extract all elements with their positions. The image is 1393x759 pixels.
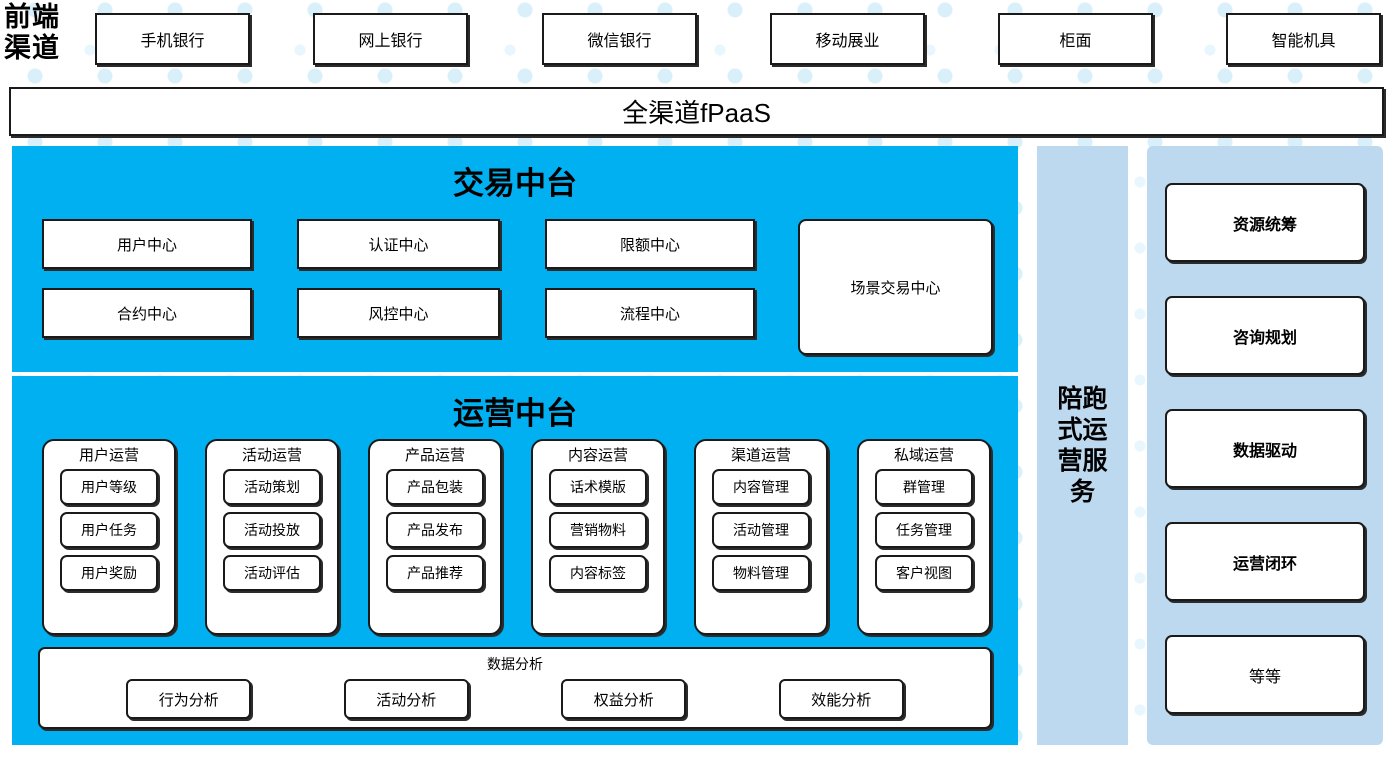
service-column-label: 陪跑式运营服务: [1057, 384, 1108, 506]
ops-item[interactable]: 内容管理: [712, 469, 810, 505]
front-end-channel-label-line1: 前端: [4, 2, 60, 32]
ops-column-private-domain-operations[interactable]: 私域运营 群管理 任务管理 客户视图: [857, 439, 991, 635]
trade-center-panel: 交易中台 用户中心 认证中心 限额中心 合约中心 风控中心 流程中心 场景交易中…: [12, 146, 1018, 372]
ops-item[interactable]: 活动投放: [223, 512, 321, 548]
analysis-item-behavior[interactable]: 行为分析: [126, 679, 252, 719]
ops-column-campaign-operations[interactable]: 活动运营 活动策划 活动投放 活动评估: [205, 439, 339, 635]
channel-box-online-bank[interactable]: 网上银行: [313, 13, 468, 65]
service-column-accompanying-operations: 陪跑式运营服务: [1037, 146, 1128, 745]
ops-item[interactable]: 产品包装: [386, 469, 484, 505]
ops-item[interactable]: 话术模版: [549, 469, 647, 505]
ops-column-title: 内容运营: [567, 447, 628, 464]
ops-column-user-operations[interactable]: 用户运营 用户等级 用户任务 用户奖励: [42, 439, 176, 635]
platform-bar-fpaas[interactable]: 全渠道fPaaS: [9, 87, 1384, 136]
ops-item[interactable]: 营销物料: [549, 512, 647, 548]
analysis-item-campaign[interactable]: 活动分析: [343, 679, 469, 719]
trade-tile-scene-transaction-center[interactable]: 场景交易中心: [798, 219, 993, 355]
ops-column-channel-operations[interactable]: 渠道运营 内容管理 活动管理 物料管理: [694, 439, 828, 635]
capability-card-operations-closed-loop[interactable]: 运营闭环: [1165, 522, 1365, 601]
front-end-channel-label: 前端 渠道: [4, 2, 82, 64]
ops-item[interactable]: 群管理: [875, 469, 973, 505]
data-analysis-section: 数据分析 行为分析 活动分析 权益分析 效能分析: [38, 647, 992, 729]
ops-center-panel: 运营中台 用户运营 用户等级 用户任务 用户奖励 活动运营 活动策划 活动投放 …: [12, 376, 1018, 745]
data-analysis-title: 数据分析: [487, 656, 543, 672]
ops-item[interactable]: 产品发布: [386, 512, 484, 548]
ops-column-title: 用户运营: [78, 447, 139, 464]
ops-column-content-operations[interactable]: 内容运营 话术模版 营销物料 内容标签: [531, 439, 665, 635]
ops-column-title: 私域运营: [893, 447, 954, 464]
front-end-channel-label-line2: 渠道: [4, 33, 60, 63]
channel-box-counter[interactable]: 柜面: [998, 13, 1153, 65]
trade-tile-process-center[interactable]: 流程中心: [545, 288, 755, 338]
ops-column-product-operations[interactable]: 产品运营 产品包装 产品发布 产品推荐: [368, 439, 502, 635]
ops-item[interactable]: 物料管理: [712, 555, 810, 591]
ops-column-title: 活动运营: [241, 447, 302, 464]
capability-card-data-driven[interactable]: 数据驱动: [1165, 409, 1365, 488]
ops-item[interactable]: 用户等级: [60, 469, 158, 505]
ops-item[interactable]: 活动评估: [223, 555, 321, 591]
capability-card-etc[interactable]: 等等: [1165, 635, 1365, 714]
capability-panel: 资源统筹 咨询规划 数据驱动 运营闭环 等等: [1147, 146, 1383, 745]
capability-card-consulting-planning[interactable]: 咨询规划: [1165, 296, 1365, 375]
trade-tile-limit-center[interactable]: 限额中心: [545, 219, 755, 269]
channel-box-mobile-field[interactable]: 移动展业: [770, 13, 925, 65]
ops-center-title: 运营中台: [453, 396, 577, 431]
capability-card-resource-coordination[interactable]: 资源统筹: [1165, 183, 1365, 262]
channel-box-wechat-bank[interactable]: 微信银行: [542, 13, 697, 65]
trade-tile-auth-center[interactable]: 认证中心: [297, 219, 500, 269]
trade-tile-user-center[interactable]: 用户中心: [42, 219, 252, 269]
ops-column-title: 产品运营: [404, 447, 465, 464]
analysis-item-efficiency[interactable]: 效能分析: [778, 679, 904, 719]
data-analysis-items: 行为分析 活动分析 权益分析 效能分析: [40, 679, 990, 719]
ops-item[interactable]: 客户视图: [875, 555, 973, 591]
ops-item[interactable]: 用户任务: [60, 512, 158, 548]
ops-item[interactable]: 用户奖励: [60, 555, 158, 591]
ops-item[interactable]: 活动策划: [223, 469, 321, 505]
ops-item[interactable]: 产品推荐: [386, 555, 484, 591]
trade-tile-risk-center[interactable]: 风控中心: [297, 288, 500, 338]
ops-item[interactable]: 任务管理: [875, 512, 973, 548]
ops-column-title: 渠道运营: [730, 447, 791, 464]
analysis-item-benefit[interactable]: 权益分析: [561, 679, 687, 719]
channel-box-smart-machine[interactable]: 智能机具: [1226, 13, 1381, 65]
ops-item[interactable]: 活动管理: [712, 512, 810, 548]
channel-box-mobile-bank[interactable]: 手机银行: [95, 13, 250, 65]
trade-tile-contract-center[interactable]: 合约中心: [42, 288, 252, 338]
trade-center-title: 交易中台: [453, 166, 577, 201]
ops-item[interactable]: 内容标签: [549, 555, 647, 591]
